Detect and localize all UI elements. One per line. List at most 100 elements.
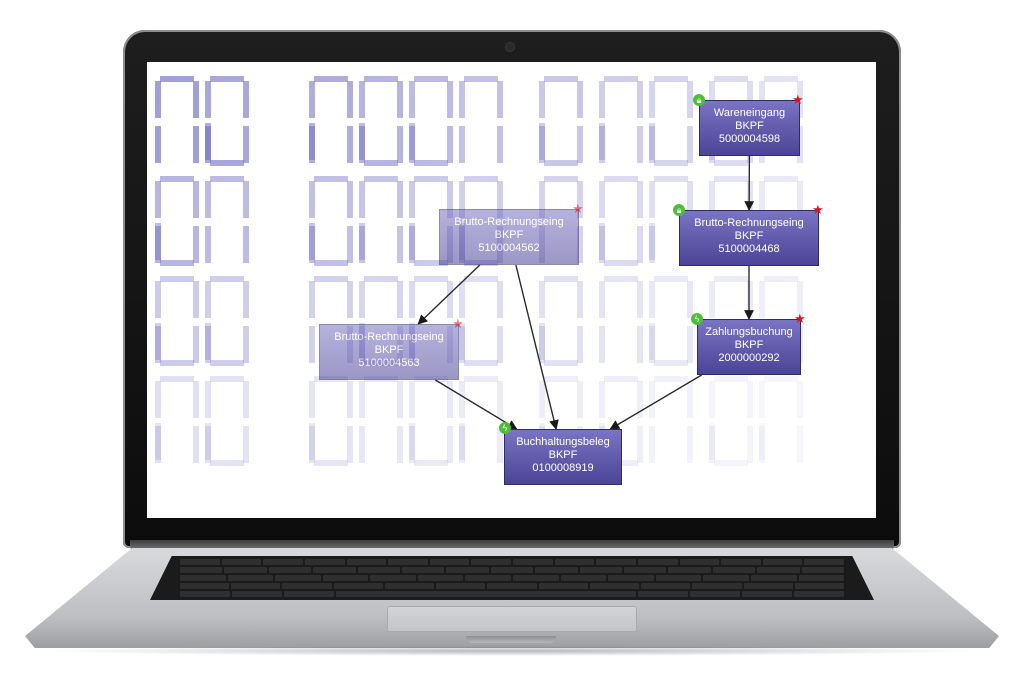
segment <box>414 260 448 266</box>
segment <box>205 181 211 218</box>
segment <box>577 381 583 418</box>
segment <box>637 226 643 263</box>
segment <box>709 181 715 218</box>
segment <box>687 126 693 163</box>
segment <box>347 281 353 318</box>
node-zahlung[interactable]: Zahlungsbuchung BKPF 2000000292 <box>697 319 801 375</box>
segment <box>459 423 465 460</box>
node-title: Brutto-Rechnungseing <box>694 217 804 229</box>
segment <box>539 181 545 218</box>
segment <box>347 381 353 418</box>
segment <box>314 260 348 266</box>
segment <box>409 126 415 163</box>
star-icon: ★ <box>794 311 806 326</box>
segment <box>314 460 348 466</box>
segment <box>709 281 715 318</box>
segment <box>205 326 211 363</box>
segment <box>649 326 655 363</box>
segment <box>243 381 249 418</box>
node-title: Zahlungsbuchung <box>705 326 793 338</box>
segment <box>459 426 465 463</box>
segment <box>577 126 583 163</box>
segment <box>497 81 503 118</box>
segment <box>210 276 244 282</box>
segment <box>364 276 398 282</box>
segment <box>764 176 798 182</box>
segment <box>459 181 465 218</box>
segment <box>205 281 211 318</box>
node-brutto-b[interactable]: Brutto-Rechnungseing BKPF 5100004562 <box>439 209 579 265</box>
segment <box>414 460 448 466</box>
node-brutto-c[interactable]: Brutto-Rechnungseing BKPF 5100004563 <box>319 324 459 380</box>
segment <box>210 360 244 366</box>
segment <box>464 76 498 82</box>
laptop-hinge <box>130 540 894 550</box>
segment <box>160 360 194 366</box>
segment <box>155 423 161 460</box>
segment <box>649 323 655 360</box>
segment <box>347 181 353 218</box>
segment <box>577 81 583 118</box>
segment <box>797 126 803 163</box>
segment <box>497 426 503 463</box>
segment <box>599 226 605 263</box>
segment <box>359 123 365 160</box>
segment <box>544 360 578 366</box>
node-number: 5100004562 <box>478 242 540 254</box>
keyboard <box>150 556 874 600</box>
segment <box>210 376 244 382</box>
segment <box>364 160 398 166</box>
segment <box>654 160 688 166</box>
segment <box>764 76 798 82</box>
segment <box>210 176 244 182</box>
segment <box>314 276 348 282</box>
edge-brutto-b-to-buchhaltung <box>515 264 559 430</box>
segment <box>747 281 753 318</box>
lock-icon: 🔒︎ <box>673 204 685 216</box>
edge-zahlung-to-buchhaltung <box>609 374 703 430</box>
node-number: 5100004468 <box>718 243 780 255</box>
segment <box>764 276 798 282</box>
segment <box>193 181 199 218</box>
segment <box>464 176 498 182</box>
segment <box>397 381 403 418</box>
segment <box>759 281 765 318</box>
segment <box>397 226 403 263</box>
node-buchhaltung[interactable]: Buchhaltungsbeleg BKPF 0100008919 <box>504 429 622 485</box>
segment <box>797 81 803 118</box>
lid-notch <box>466 636 556 643</box>
segment <box>210 76 244 82</box>
node-title: Brutto-Rechnungseing <box>454 216 564 228</box>
segment <box>654 276 688 282</box>
segment <box>309 426 315 463</box>
segment <box>604 260 638 266</box>
segment <box>205 226 211 263</box>
segment <box>160 76 194 82</box>
segment <box>714 176 748 182</box>
segment <box>539 126 545 163</box>
node-brutto-a[interactable]: Brutto-Rechnungseing BKPF 5100004468 <box>679 210 819 266</box>
segment <box>447 281 453 318</box>
segment <box>459 326 465 363</box>
segment <box>409 281 415 318</box>
segment <box>599 123 605 160</box>
node-number: 5100004563 <box>358 357 420 369</box>
segment <box>577 326 583 363</box>
segment <box>359 226 365 263</box>
segment <box>759 181 765 218</box>
segment <box>409 81 415 118</box>
segment <box>155 226 161 263</box>
segment <box>637 81 643 118</box>
node-wareneingang[interactable]: Wareneingang BKPF 5000004598 <box>699 100 800 156</box>
segment <box>309 226 315 263</box>
segment <box>539 123 545 160</box>
segment <box>155 223 161 260</box>
segment <box>409 123 415 160</box>
segment <box>193 326 199 363</box>
segment <box>155 281 161 318</box>
segment <box>464 276 498 282</box>
segment <box>309 381 315 418</box>
bolt-icon: ϟ <box>691 313 703 325</box>
node-number: 0100008919 <box>532 462 594 474</box>
segment <box>359 381 365 418</box>
